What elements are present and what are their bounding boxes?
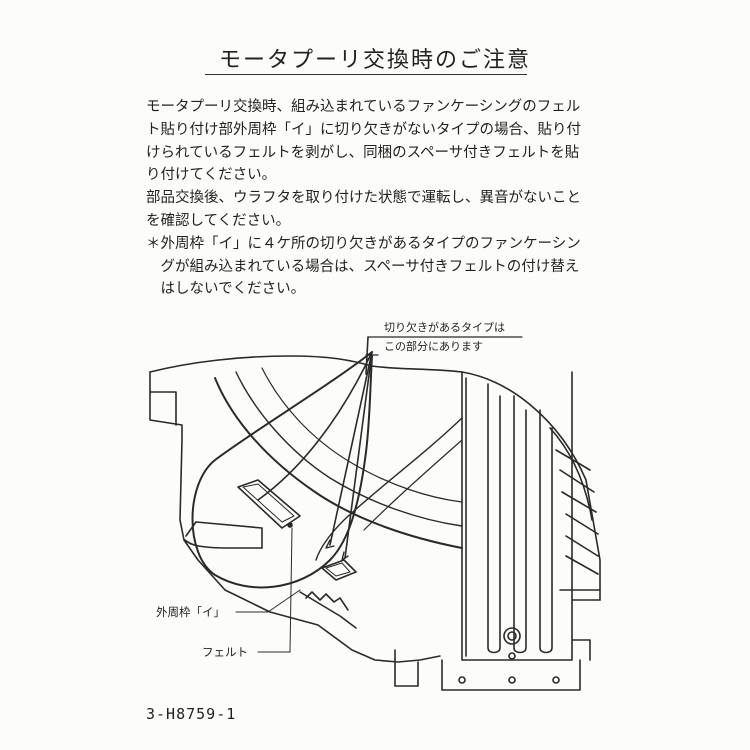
document-code: 3-H8759-1 [146, 705, 237, 723]
label-leaders [235, 527, 301, 653]
page-title: モータプーリ交換時のご注意 [218, 48, 531, 73]
drum-arcs [214, 367, 463, 561]
paragraph-check: 部品交換後、ウラフタを取り付けた状態で運転し、異音がないこと を確認してください… [146, 190, 581, 229]
housing-outline [149, 355, 463, 687]
title-underline [205, 74, 527, 75]
outer-frame-label: 外周枠「イ」 [156, 605, 225, 619]
outer-frame-leaders [191, 351, 373, 589]
notch-callout-label: 切り欠きがあるタイプは この部分にあります [384, 321, 505, 353]
note-notched-type: ＊外周枠「イ」に４ケ所の切り欠きがあるタイプのファンケーシン グが組み込まれてい… [146, 235, 581, 298]
motor-bracket [441, 371, 601, 691]
instruction-body: モータプーリ交換時、組み込まれているファンケーシングのフェル ト貼り付け部外周枠… [146, 96, 626, 301]
felt-label: フェルト [202, 645, 248, 659]
paragraph-replacement: モータプーリ交換時、組み込まれているファンケーシングのフェル ト貼り付け部外周枠… [146, 99, 581, 184]
felt-strips [237, 479, 357, 581]
